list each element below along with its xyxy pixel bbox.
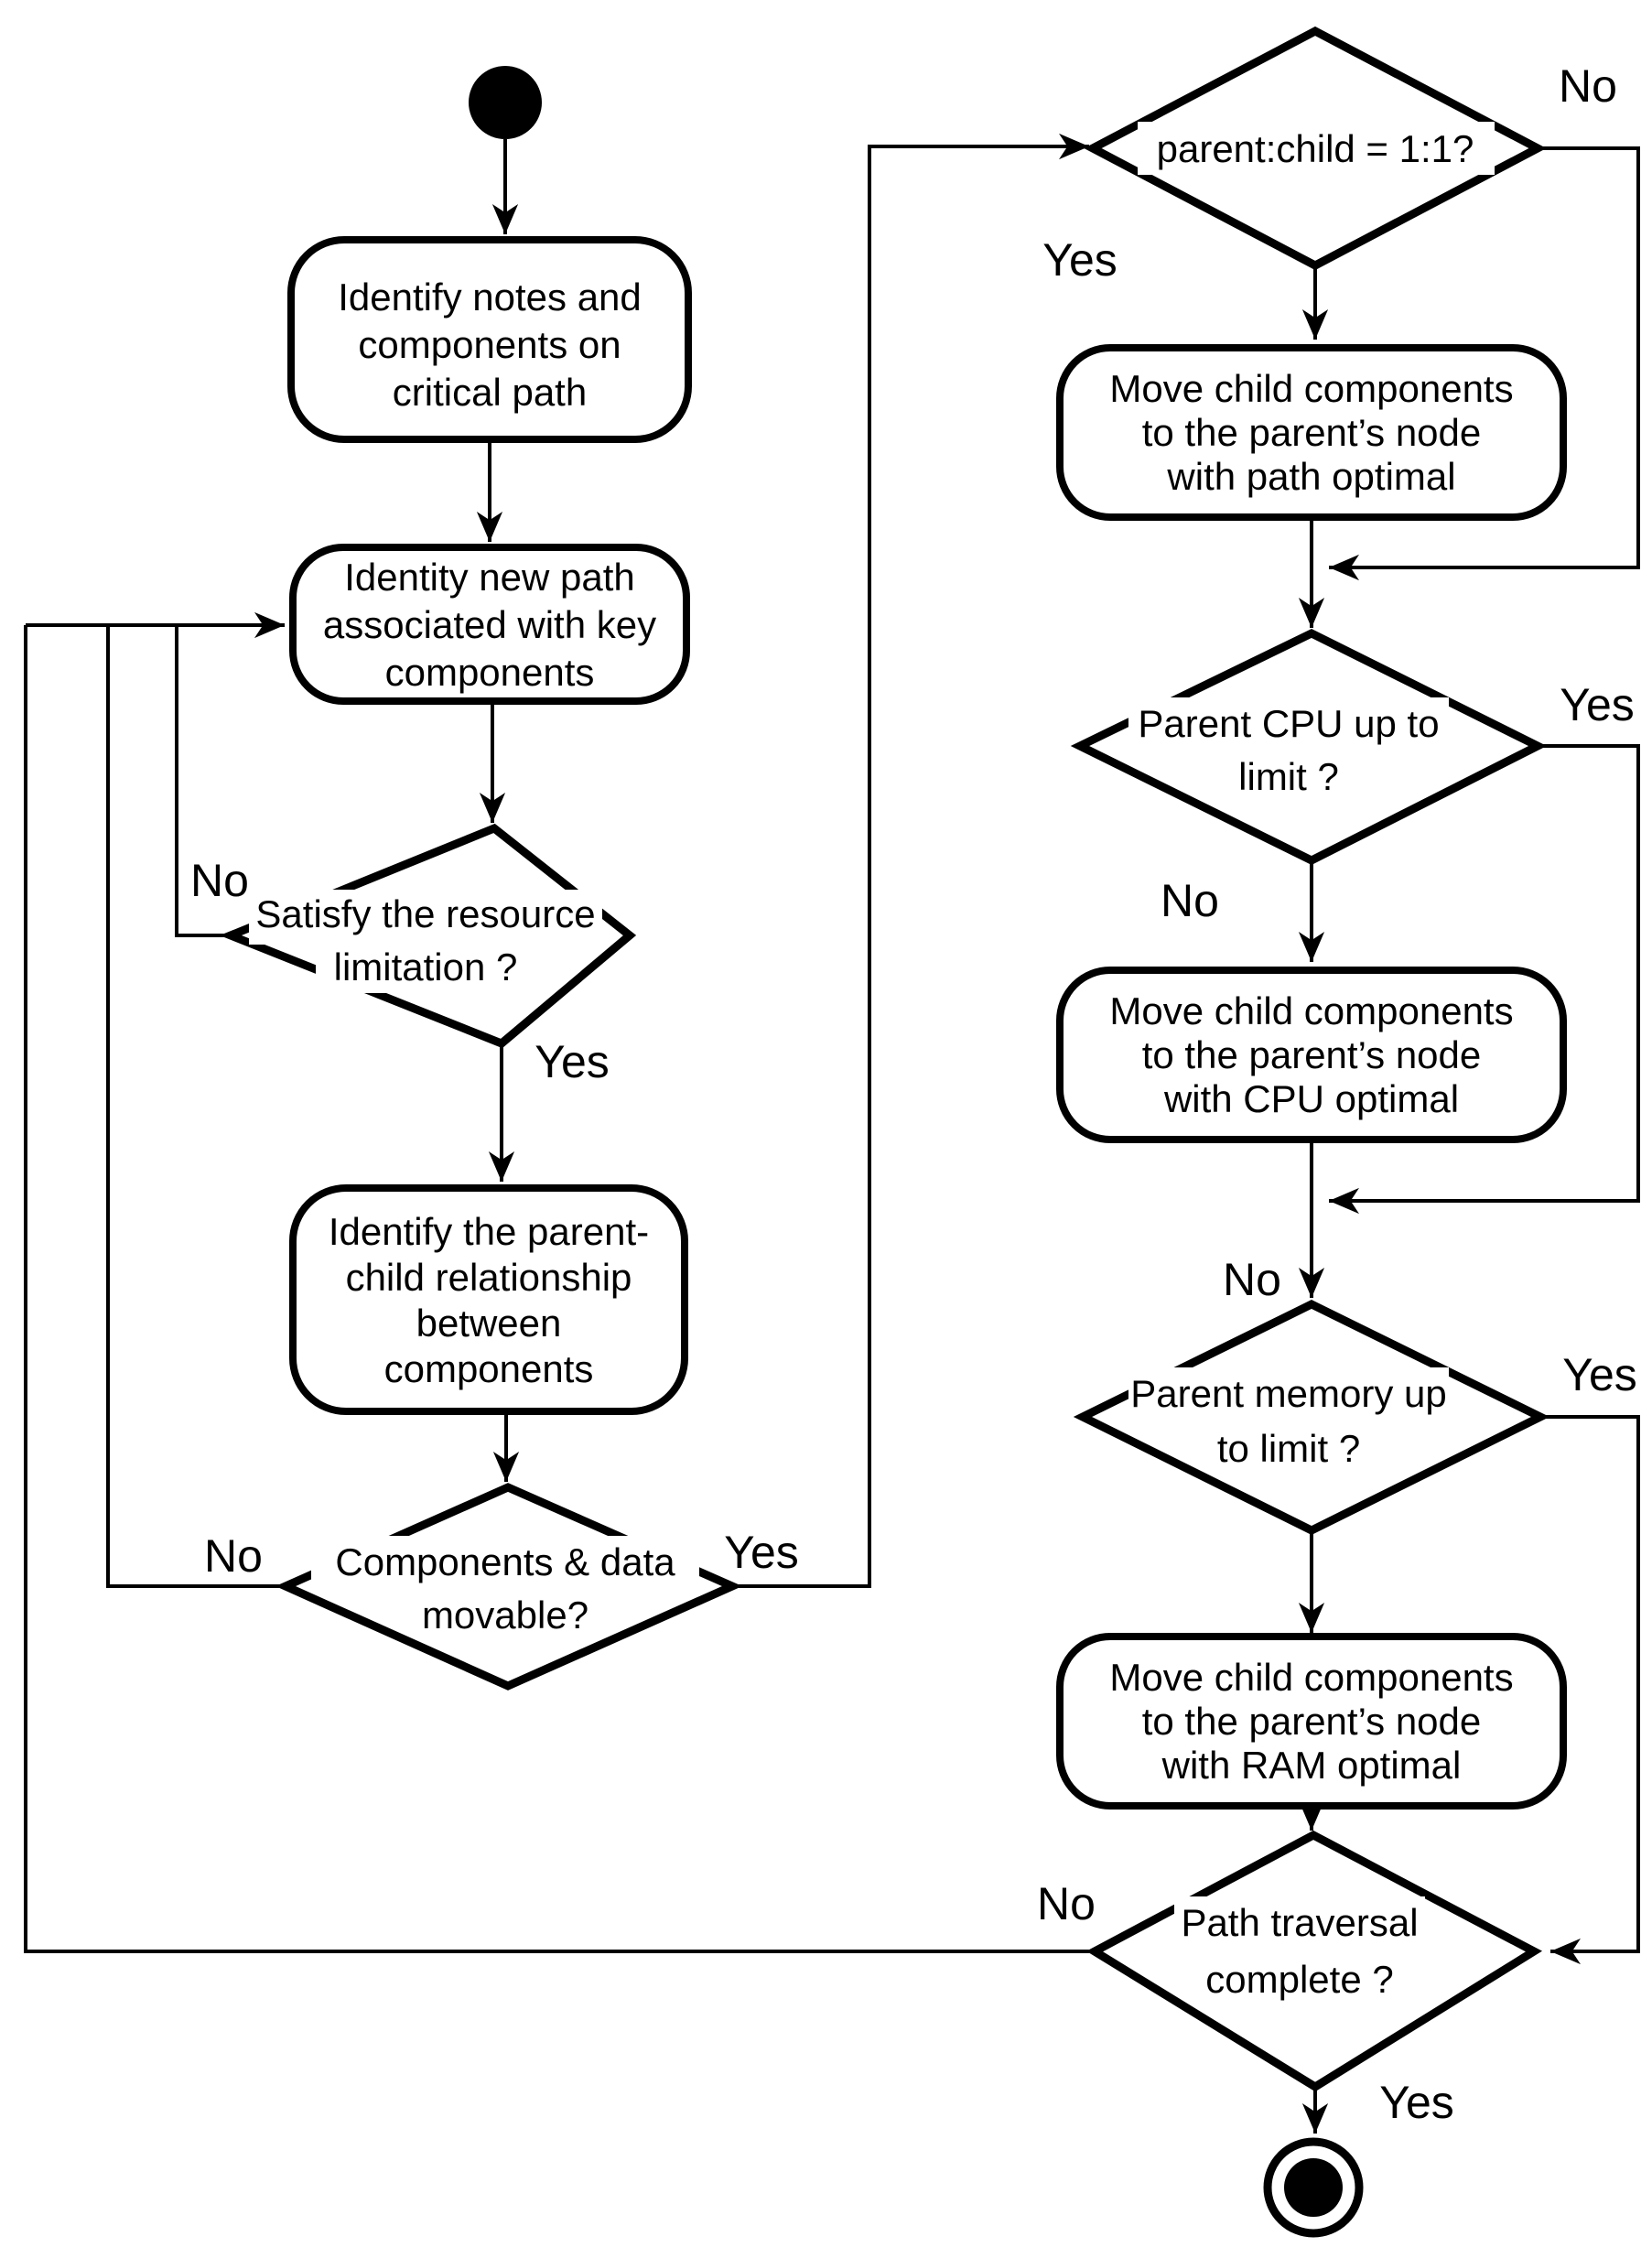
decision-parent-memory-limit-line: Parent memory up — [1130, 1372, 1446, 1415]
decision-parent-cpu-limit: Parent CPU up to limit ? — [1070, 628, 1548, 866]
process-move-path-optimal-line: to the parent’s node — [1142, 411, 1482, 454]
edge-label-components-movable-yes: Yes — [724, 1527, 799, 1578]
edge-label-components-movable-no: No — [204, 1530, 263, 1582]
process-identity-new-path-line: components — [385, 651, 595, 694]
edge-path-traversal-no-loop — [24, 625, 1095, 1953]
process-identify-notes-line: components on — [358, 323, 621, 366]
process-move-cpu-optimal: Move child components to the parent’s no… — [1056, 967, 1567, 1143]
end-node-inner-dot — [1284, 2158, 1343, 2217]
process-identify-parent-child-line: Identify the parent- — [329, 1210, 649, 1253]
edge-label-path-traversal-complete-no: No — [1037, 1878, 1096, 1929]
start-node — [469, 66, 542, 139]
decision-parent-memory-limit-line: to limit ? — [1217, 1427, 1360, 1470]
decision-parent-cpu-limit-line: limit ? — [1238, 755, 1339, 798]
decision-satisfy-resource: Satisfy the resource limitation ? — [219, 823, 637, 1049]
decision-satisfy-resource-line: Satisfy the resource — [255, 892, 595, 935]
edge-label-parent-child-ratio-no: No — [1559, 60, 1617, 112]
process-identify-parent-child-line: components — [384, 1347, 594, 1390]
decision-parent-child-ratio: parent:child = 1:1? — [1084, 26, 1547, 271]
process-identity-new-path: Identity new path associated with key co… — [289, 544, 690, 705]
decision-parent-cpu-limit-line: Parent CPU up to — [1138, 702, 1439, 745]
process-move-ram-optimal-line: to the parent’s node — [1142, 1700, 1482, 1743]
process-identify-parent-child-line: child relationship — [346, 1256, 632, 1299]
decision-path-traversal-complete-line: Path traversal — [1181, 1901, 1418, 1944]
edge-satisfy-resource-no-loop — [175, 625, 231, 937]
process-move-path-optimal-line: with path optimal — [1166, 455, 1455, 498]
edge-parent-memory-yes-return — [1540, 1415, 1640, 1965]
edge-label-satisfy-resource-yes: Yes — [534, 1036, 610, 1087]
edge-labels: No Yes No Yes No Yes Yes No No Yes No Ye… — [190, 60, 1637, 2128]
process-identify-parent-child: Identify the parent- child relationship … — [289, 1184, 688, 1415]
end-node — [1263, 2137, 1364, 2238]
edge-components-movable-yes — [732, 133, 1089, 1588]
decision-parent-memory-limit: Parent memory up to limit ? — [1073, 1299, 1550, 1536]
process-move-cpu-optimal-line: with CPU optimal — [1163, 1077, 1459, 1120]
process-identify-notes: Identify notes and components on critica… — [287, 236, 692, 443]
process-identify-parent-child-line: between — [416, 1302, 562, 1345]
edge-label-satisfy-resource-no: No — [190, 855, 249, 906]
edge-parent-cpu-yes-return — [1329, 744, 1640, 1215]
edge-label-parent-child-ratio-yes: Yes — [1042, 234, 1118, 286]
decision-components-movable-line: movable? — [422, 1594, 588, 1637]
edge-parent-child-ratio-no-return — [1329, 146, 1640, 581]
edge-label-path-traversal-complete-yes: Yes — [1379, 2077, 1454, 2128]
edge-label-parent-cpu-limit-no: No — [1161, 875, 1219, 926]
decision-parent-child-ratio-line: parent:child = 1:1? — [1157, 127, 1474, 170]
process-move-ram-optimal-line: Move child components — [1109, 1656, 1513, 1699]
process-identity-new-path-line: Identity new path — [344, 556, 635, 599]
decision-path-traversal-complete: Path traversal complete ? — [1085, 1830, 1543, 2092]
decision-satisfy-resource-line: limitation ? — [334, 945, 518, 989]
edge-components-movable-no-loop — [106, 625, 286, 1588]
process-move-ram-optimal-line: with RAM optimal — [1161, 1744, 1462, 1787]
process-move-ram-optimal: Move child components to the parent’s no… — [1056, 1633, 1567, 1810]
process-identify-notes-line: Identify notes and — [338, 275, 642, 319]
process-identify-notes-line: critical path — [393, 371, 587, 414]
decision-path-traversal-complete-line: complete ? — [1205, 1958, 1393, 2001]
edges — [24, 133, 1640, 2134]
process-move-cpu-optimal-line: to the parent’s node — [1142, 1033, 1482, 1076]
process-move-cpu-optimal-line: Move child components — [1109, 989, 1513, 1032]
edge-label-parent-cpu-limit-yes: Yes — [1560, 679, 1635, 730]
edge-label-parent-memory-limit-yes: Yes — [1562, 1349, 1637, 1400]
decision-components-movable: Components & data movable? — [275, 1483, 743, 1691]
decision-components-movable-line: Components & data — [335, 1540, 675, 1583]
process-move-path-optimal: Move child components to the parent’s no… — [1056, 344, 1567, 521]
process-move-path-optimal-line: Move child components — [1109, 367, 1513, 410]
process-identity-new-path-line: associated with key — [323, 603, 656, 646]
edge-label-parent-memory-limit-no: No — [1223, 1254, 1281, 1305]
